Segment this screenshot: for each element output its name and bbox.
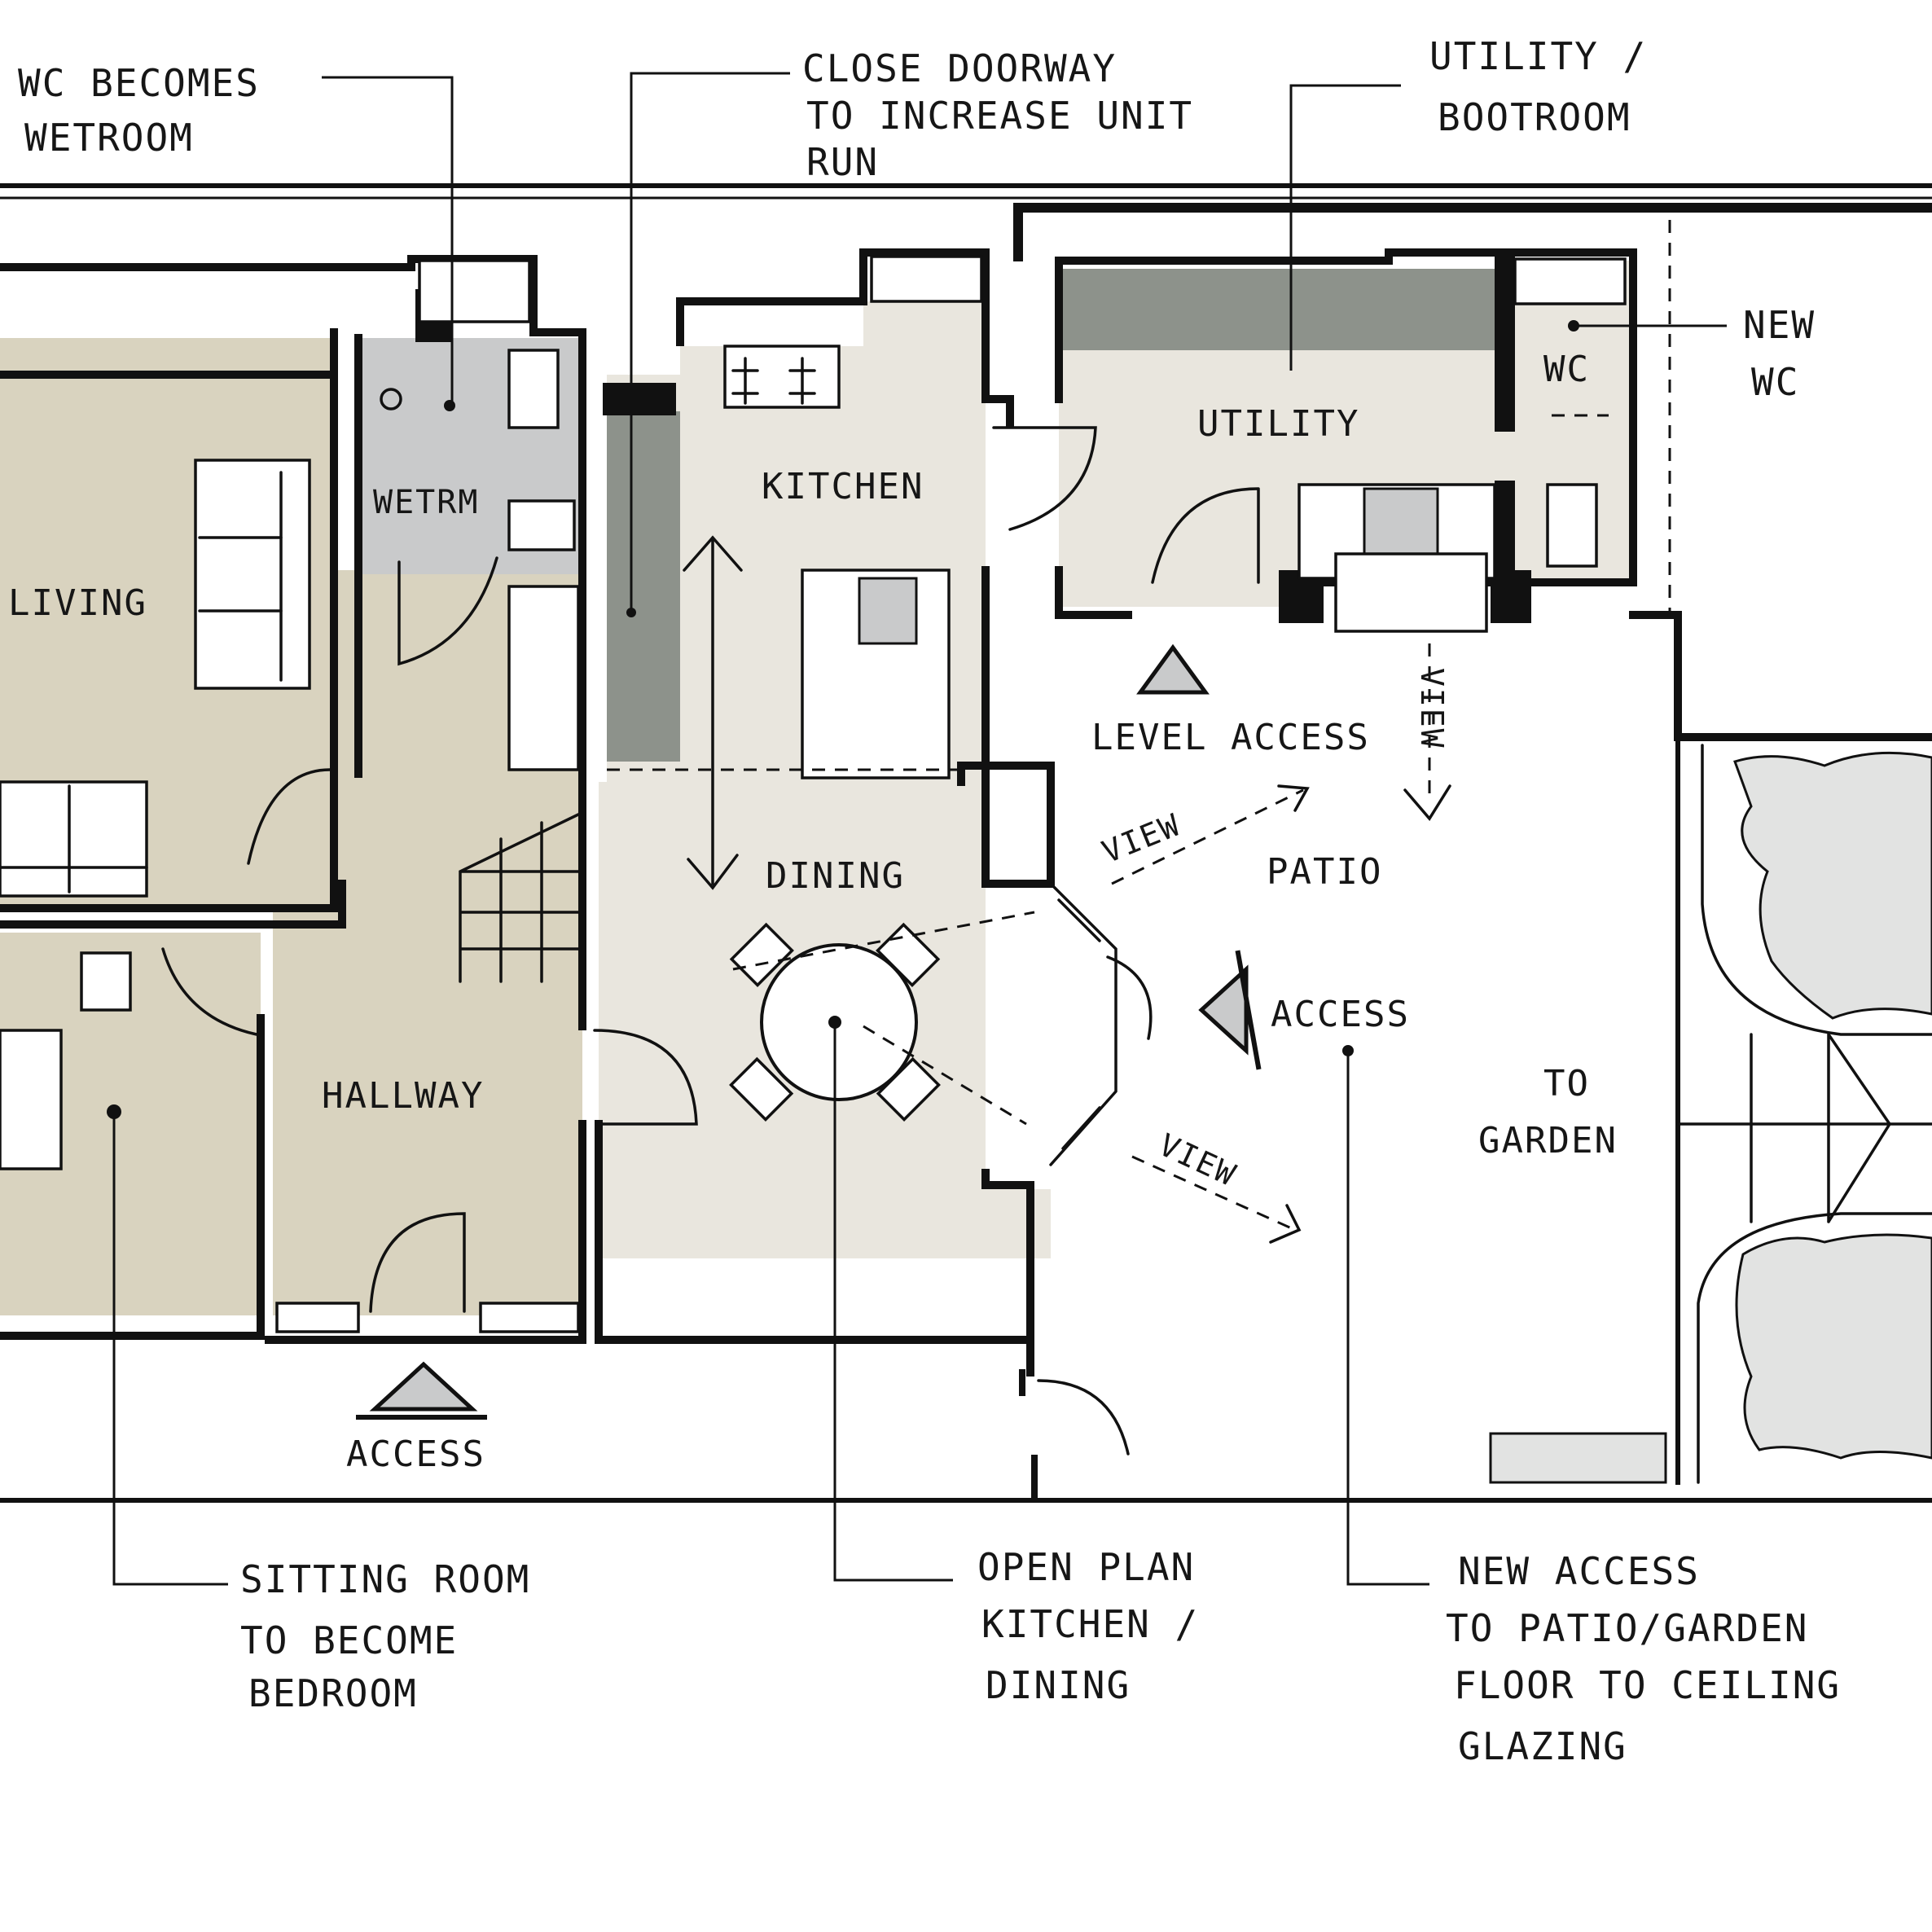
door-swing-front: [369, 1212, 466, 1313]
hob-burners: [731, 357, 816, 405]
leader-lines: [107, 72, 1727, 1586]
sofa-upper: [194, 459, 311, 690]
annotations: WC BECOMES WETROOM CLOSE DOORWAY TO INCR…: [18, 34, 1841, 1768]
hall-stair: [459, 813, 580, 983]
note-wc-wetroom-2: WETROOM: [24, 116, 194, 160]
wall-pier-6: [1495, 252, 1515, 432]
kitchen-hob: [723, 345, 841, 409]
note-close-doorway-1: CLOSE DOORWAY: [802, 46, 1117, 90]
door-swing-kitchen: [992, 426, 1097, 531]
note-sitting-room-3: BEDROOM: [248, 1671, 418, 1715]
view-arrow-ne: [1111, 788, 1304, 885]
note-utility-bootroom-1: UTILITY /: [1429, 34, 1647, 78]
garden-path-upper: [1701, 744, 1932, 1036]
note-new-wc-2: WC: [1751, 360, 1799, 404]
note-new-access-3: FLOOR TO CEILING: [1454, 1663, 1841, 1707]
door-swing-utility: [1151, 487, 1260, 584]
planting-bed-upper: [1733, 751, 1932, 1020]
side-access-label: ACCESS: [1271, 994, 1410, 1035]
dining-sightline-2: [863, 1025, 1027, 1126]
side-access-icon: [1198, 964, 1249, 1056]
note-close-doorway-3: RUN: [806, 140, 879, 184]
sitting-cabinet: [80, 951, 132, 1012]
door-swing-dining: [593, 1029, 698, 1126]
wall-pier-2: [603, 383, 676, 415]
utility-window: [1334, 552, 1488, 633]
view-label-ne: VIEW: [1097, 806, 1186, 870]
door-swing-living: [247, 768, 332, 865]
wetroom-window: [418, 259, 531, 323]
note-open-plan-3: DINING: [986, 1663, 1131, 1707]
note-wc-wetroom-1: WC BECOMES: [18, 61, 260, 105]
island-sink: [858, 577, 918, 645]
note-new-wc-1: NEW: [1743, 303, 1816, 347]
door-swing-wetroom: [397, 556, 498, 666]
garden-steps: [1676, 1033, 1932, 1223]
room-label-living: LIVING: [8, 582, 147, 624]
room-label-utility: UTILITY: [1197, 403, 1359, 445]
note-close-doorway-2: TO INCREASE UNIT: [806, 94, 1193, 138]
room-label-patio: PATIO: [1267, 851, 1382, 893]
kitchen-window: [870, 255, 983, 303]
wall-pier-5: [1495, 481, 1515, 574]
wall-pier-4: [1491, 570, 1531, 623]
note-sitting-room-2: TO BECOME: [240, 1618, 458, 1662]
level-access-label: LEVEL ACCESS: [1091, 717, 1370, 758]
front-access-label: ACCESS: [346, 1434, 485, 1475]
symbol-labels: LEVEL ACCESS ACCESS ACCESS VIEW VIEW VIE…: [346, 668, 1450, 1475]
view-label-se: VIEW: [1153, 1126, 1242, 1193]
utility-sink: [1363, 487, 1439, 555]
chair-se: [876, 1056, 941, 1122]
kitchen-unit-run: [607, 411, 680, 762]
sofa-lower: [0, 780, 148, 898]
front-access-icon: [369, 1361, 478, 1412]
sitting-bed: [0, 1029, 63, 1170]
bay-glazing: [1049, 882, 1117, 1166]
room-label-hallway: HALLWAY: [322, 1075, 484, 1117]
note-open-plan-2: KITCHEN /: [981, 1602, 1199, 1646]
room-label-garden: GARDEN: [1478, 1120, 1618, 1161]
site-boundaries: [0, 183, 1932, 1503]
note-utility-bootroom-2: BOOTROOM: [1438, 95, 1631, 139]
vertical-arrow: [683, 535, 743, 890]
garden-path-lower: [1697, 1212, 1932, 1484]
note-sitting-room-1: SITTING ROOM: [240, 1557, 530, 1601]
note-new-access-2: TO PATIO/GARDEN: [1446, 1606, 1808, 1650]
symbols: [356, 535, 1451, 1420]
door-swing-side: [1037, 1379, 1130, 1456]
hall-front-window-2: [479, 1302, 580, 1333]
wetroom-wc: [507, 499, 576, 551]
dining-sightline: [732, 911, 1035, 971]
view-label-down: VIEW: [1414, 668, 1450, 749]
wc-basin: [1546, 483, 1598, 568]
note-open-plan-1: OPEN PLAN: [977, 1545, 1195, 1589]
note-new-access-4: GLAZING: [1458, 1724, 1627, 1768]
utility-unit-run: [1063, 269, 1495, 350]
room-label-kitchen: KITCHEN: [762, 466, 924, 507]
door-swing-patio: [1106, 955, 1153, 1040]
wetroom-drain: [380, 388, 402, 411]
chair-sw: [729, 1056, 794, 1122]
fixtures: [0, 220, 1932, 1484]
hall-front-window: [275, 1302, 360, 1333]
view-arrow-se: [1131, 1155, 1296, 1232]
note-new-access-1: NEW ACCESS: [1458, 1549, 1700, 1593]
planting-bed-lower: [1735, 1233, 1932, 1460]
room-fills: [0, 261, 1932, 1484]
wc-window: [1513, 257, 1627, 305]
room-labels: LIVING WETRM KITCHEN UTILITY WC DINING H…: [8, 349, 1618, 1161]
room-label-wetroom: WETRM: [373, 484, 479, 521]
wetroom-basin: [507, 349, 560, 429]
door-swing-hall: [161, 947, 258, 1036]
level-access-icon: [1136, 643, 1210, 695]
room-label-dining: DINING: [766, 855, 905, 897]
room-label-to: TO: [1543, 1063, 1590, 1104]
room-label-wc: WC: [1543, 349, 1590, 390]
hall-cupboard: [507, 585, 580, 771]
patio-planter: [1489, 1432, 1667, 1484]
chair-nw: [729, 922, 794, 987]
